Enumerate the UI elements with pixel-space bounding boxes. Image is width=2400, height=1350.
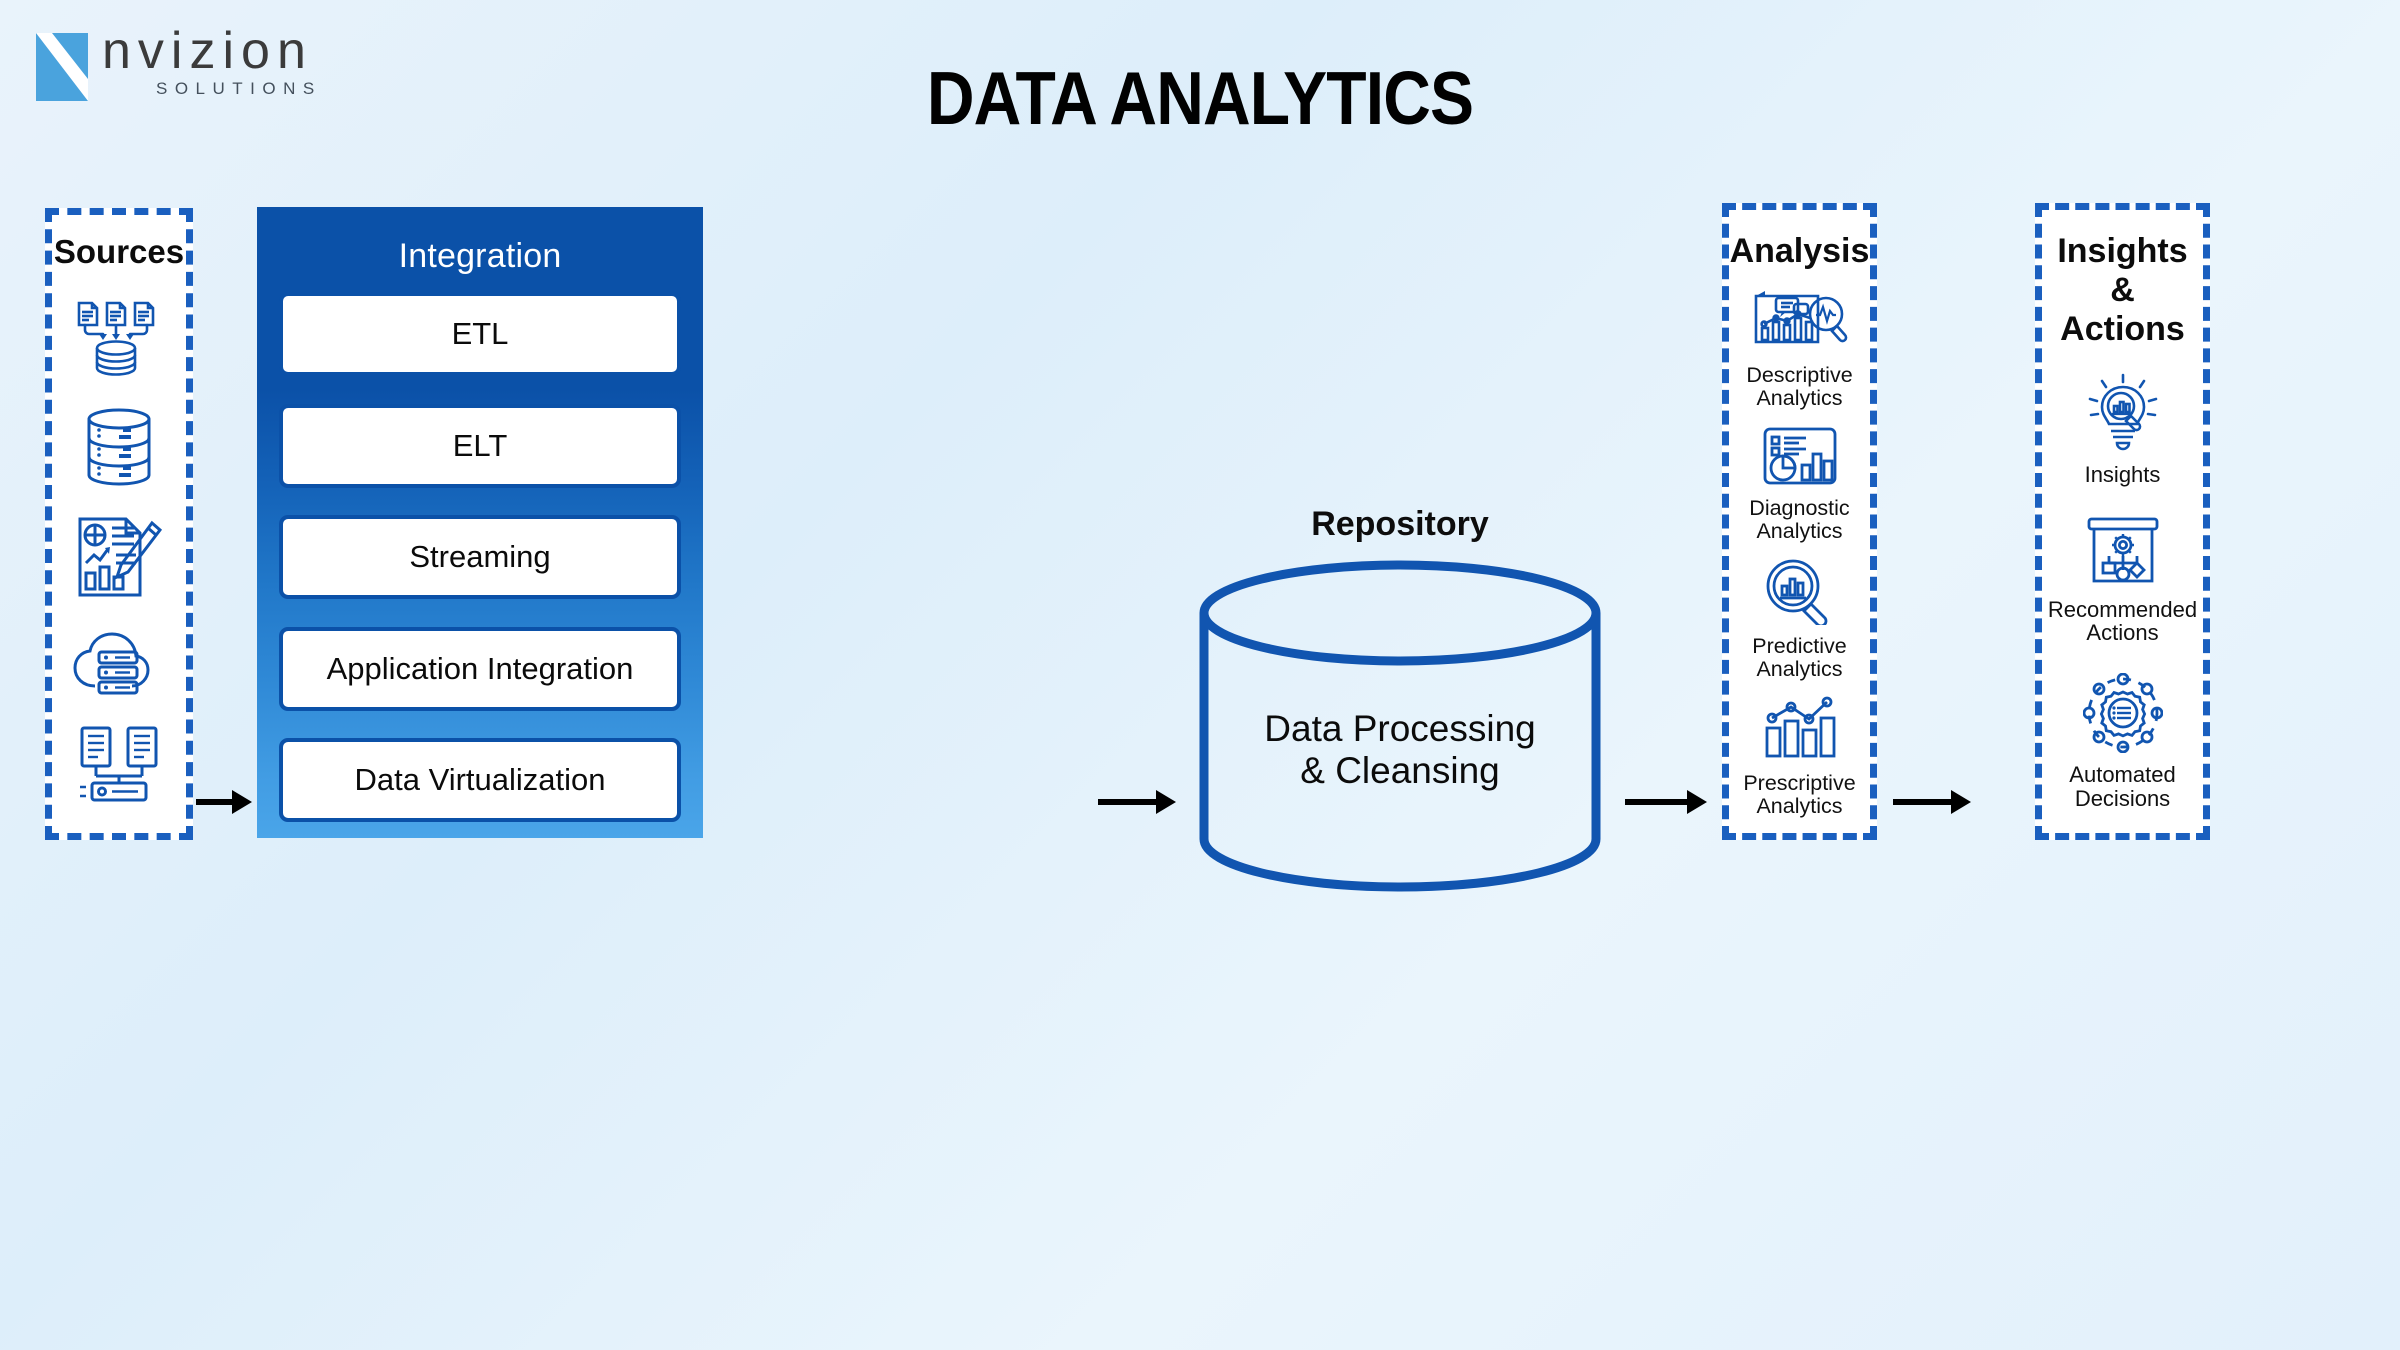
integration-panel: Integration ETL ELT Streaming Applicatio… bbox=[257, 207, 703, 838]
analysis-item-prescriptive[interactable]: Prescriptive Analytics bbox=[1729, 696, 1870, 818]
insights-heading: Insights & Actions bbox=[2057, 232, 2188, 349]
analysis-item-predictive[interactable]: Predictive Analytics bbox=[1729, 557, 1870, 681]
server-racks-icon bbox=[72, 725, 166, 808]
documents-to-database-icon bbox=[73, 300, 165, 383]
integration-box-etl[interactable]: ETL bbox=[279, 292, 681, 376]
document-with-chart-and-pencil-icon bbox=[74, 515, 164, 604]
arrow-integration-to-repository bbox=[1098, 790, 1178, 814]
arrow-shaft bbox=[1625, 799, 1689, 805]
page-title: DATA ANALYTICS bbox=[926, 56, 1474, 140]
sources-heading: Sources bbox=[53, 233, 185, 270]
arrow-shaft bbox=[1098, 799, 1158, 805]
integration-heading: Integration bbox=[398, 237, 562, 275]
sources-icon-list bbox=[52, 271, 186, 833]
repository-body-text: Data Processing & Cleansing bbox=[1264, 708, 1536, 792]
sources-column: Sources bbox=[45, 208, 193, 840]
analysis-item-label: Descriptive Analytics bbox=[1746, 363, 1853, 411]
integration-box-elt[interactable]: ELT bbox=[279, 403, 681, 488]
analysis-item-descriptive[interactable]: Descriptive Analytics bbox=[1729, 288, 1870, 410]
arrow-head bbox=[1156, 790, 1176, 814]
logo-name: nvizion bbox=[102, 22, 313, 80]
arrow-head bbox=[1951, 790, 1971, 814]
insights-item-label: Recommended Actions bbox=[2047, 596, 2198, 646]
magnifier-bar-chart-icon bbox=[1764, 557, 1836, 630]
repository-cylinder-shape: Data Processing & Cleansing bbox=[1190, 556, 1610, 896]
arrow-sources-to-integration bbox=[196, 790, 252, 814]
chart-report-magnifier-icon bbox=[1752, 288, 1848, 359]
integration-box-application-integration[interactable]: Application Integration bbox=[279, 626, 681, 711]
analysis-heading: Analysis bbox=[1729, 232, 1870, 270]
cloud-server-icon bbox=[71, 626, 167, 703]
automation-gear-network-icon bbox=[2082, 672, 2163, 758]
arrow-shaft bbox=[196, 799, 234, 805]
arrow-shaft bbox=[1893, 799, 1953, 805]
logo-mark-icon bbox=[34, 31, 92, 103]
insights-item-label: Insights bbox=[2084, 462, 2161, 488]
repository-heading: Repository bbox=[1311, 505, 1489, 543]
analysis-item-diagnostic[interactable]: Diagnostic Analytics bbox=[1729, 425, 1870, 543]
arrow-head bbox=[1687, 790, 1707, 814]
integration-box-streaming[interactable]: Streaming bbox=[279, 515, 681, 599]
insights-item-insights[interactable]: Insights bbox=[2042, 373, 2203, 487]
dashboard-pie-bar-icon bbox=[1761, 425, 1839, 492]
logo-tagline: SOLUTIONS bbox=[156, 78, 322, 98]
bar-chart-trendline-icon bbox=[1761, 696, 1839, 767]
analysis-item-label: Predictive Analytics bbox=[1752, 634, 1847, 682]
insights-item-recommended-actions[interactable]: Recommended Actions bbox=[2042, 516, 2203, 646]
lightbulb-magnifier-chart-icon bbox=[2085, 373, 2161, 458]
analysis-column: Analysis bbox=[1722, 203, 1877, 840]
insights-item-list: Insights Recommended Act bbox=[2042, 349, 2203, 833]
arrow-analysis-to-insights bbox=[1893, 790, 1973, 814]
database-stack-icon bbox=[79, 405, 159, 494]
company-logo: nvizion SOLUTIONS bbox=[34, 22, 322, 103]
integration-box-data-virtualization[interactable]: Data Virtualization bbox=[279, 738, 681, 822]
analysis-item-label: Diagnostic Analytics bbox=[1749, 495, 1850, 543]
arrow-repository-to-analysis bbox=[1625, 790, 1709, 814]
presentation-gear-flowchart-icon bbox=[2083, 516, 2163, 593]
logo-wordmark: nvizion SOLUTIONS bbox=[102, 22, 322, 103]
arrow-head bbox=[232, 790, 252, 814]
insights-actions-column: Insights & Actions bbox=[2035, 203, 2210, 840]
repository-group: Repository Data Processing & Cleansing bbox=[1190, 505, 1610, 896]
analysis-item-list: Descriptive Analytics Diagnostic Analyti… bbox=[1729, 271, 1870, 833]
insights-item-automated-decisions[interactable]: Automated Decisions bbox=[2042, 672, 2203, 812]
integration-box-list: ETL ELT Streaming Application Integratio… bbox=[279, 292, 681, 824]
insights-item-label: Automated Decisions bbox=[2069, 762, 2176, 812]
analysis-item-label: Prescriptive Analytics bbox=[1743, 770, 1856, 818]
